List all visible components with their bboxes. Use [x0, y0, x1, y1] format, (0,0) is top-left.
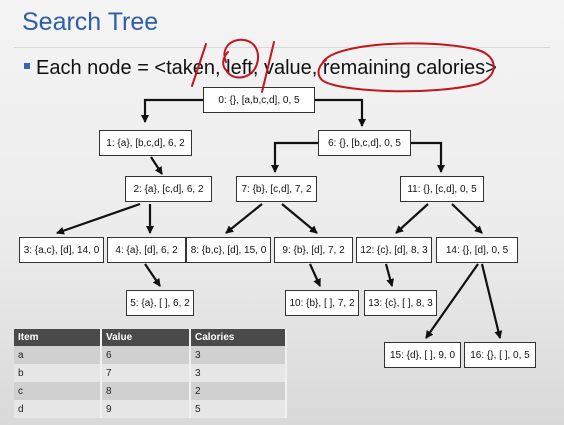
- tree-node-3: 3: {a,c}, [d], 14, 0: [19, 237, 104, 263]
- tree-node-14: 14: {}, [d], 0, 5: [436, 237, 518, 263]
- table-row: c 8 2: [14, 382, 287, 400]
- edge-11-12: [395, 203, 429, 234]
- table-row: b 7 3: [14, 364, 287, 382]
- table-cell: 6: [101, 346, 191, 364]
- tree-node-8: 8: {b,c}, [d], 15, 0: [186, 237, 271, 263]
- tree-node-12: 12: {c}, [d], 8, 3: [356, 237, 432, 263]
- table-header-row: Item Value Calories: [14, 329, 287, 346]
- table-cell: a: [14, 346, 102, 364]
- edge-7-8: [225, 203, 263, 234]
- edge-11-14: [451, 203, 483, 234]
- table-cell: 7: [101, 364, 191, 382]
- tree-node-7: 7: {b}, [c,d], 7, 2: [236, 176, 317, 202]
- edge-6-7: [271, 141, 320, 173]
- slide-title: Search Tree: [22, 8, 159, 36]
- column-header-item: Item: [14, 329, 102, 346]
- table-row: d 9 5: [14, 400, 287, 418]
- table-cell: c: [14, 382, 102, 400]
- bullet-icon: [24, 62, 30, 69]
- edge-12-13: [384, 263, 395, 287]
- edge-14-16: [480, 263, 503, 339]
- edge-2-3: [56, 202, 141, 235]
- edge-0-6: [312, 98, 366, 127]
- table-cell: 3: [190, 346, 287, 364]
- edge-1-2: [150, 156, 163, 175]
- edge-7-9: [281, 203, 318, 234]
- table-cell: 2: [190, 382, 287, 400]
- tree-node-10: 10: {b}, [ ], 7, 2: [285, 290, 359, 316]
- column-header-calories: Calories: [190, 329, 287, 346]
- tree-node-1: 1: {a}, [b,c,d], 6, 2: [99, 130, 192, 156]
- tree-node-2: 2: {a}, [c,d], 6, 2: [125, 176, 212, 202]
- tree-node-16: 16: {}, [ ], 0, 5: [464, 342, 536, 368]
- tree-node-15: 15: {d}, [ ], 9, 0: [384, 342, 461, 368]
- table-cell: b: [14, 364, 102, 382]
- table-cell: 5: [190, 400, 287, 418]
- table-cell: d: [14, 400, 102, 418]
- tree-node-11: 11: {}, [c,d], 0, 5: [400, 176, 484, 202]
- table-cell: 8: [101, 382, 191, 400]
- tree-node-13: 13: {c}, [ ], 8, 3: [364, 290, 437, 316]
- edge-14-15: [425, 263, 479, 339]
- table-cell: 3: [190, 364, 287, 382]
- edge-9-10: [308, 263, 322, 287]
- table-cell: 9: [101, 400, 191, 418]
- edge-0-1: [141, 98, 205, 123]
- title-divider: [14, 47, 550, 48]
- tree-node-4: 4: {a}, [d], 6, 2: [107, 237, 186, 263]
- edge-4-5: [144, 263, 161, 287]
- column-header-value: Value: [101, 329, 191, 346]
- tree-node-9: 9: {b}, [d], 7, 2: [274, 237, 353, 263]
- table-row: a 6 3: [14, 346, 287, 364]
- item-table: Item Value Calories a 6 3 b 7 3 c 8 2 d …: [14, 329, 287, 418]
- tree-node-6: 6: {}, [b,c,d], 0, 5: [318, 130, 411, 156]
- tree-node-0: 0: {}, [a,b,c,d], 0, 5: [203, 87, 315, 113]
- edge-6-11: [410, 141, 445, 173]
- tree-node-5: 5: {a}, [ ], 6, 2: [126, 290, 194, 316]
